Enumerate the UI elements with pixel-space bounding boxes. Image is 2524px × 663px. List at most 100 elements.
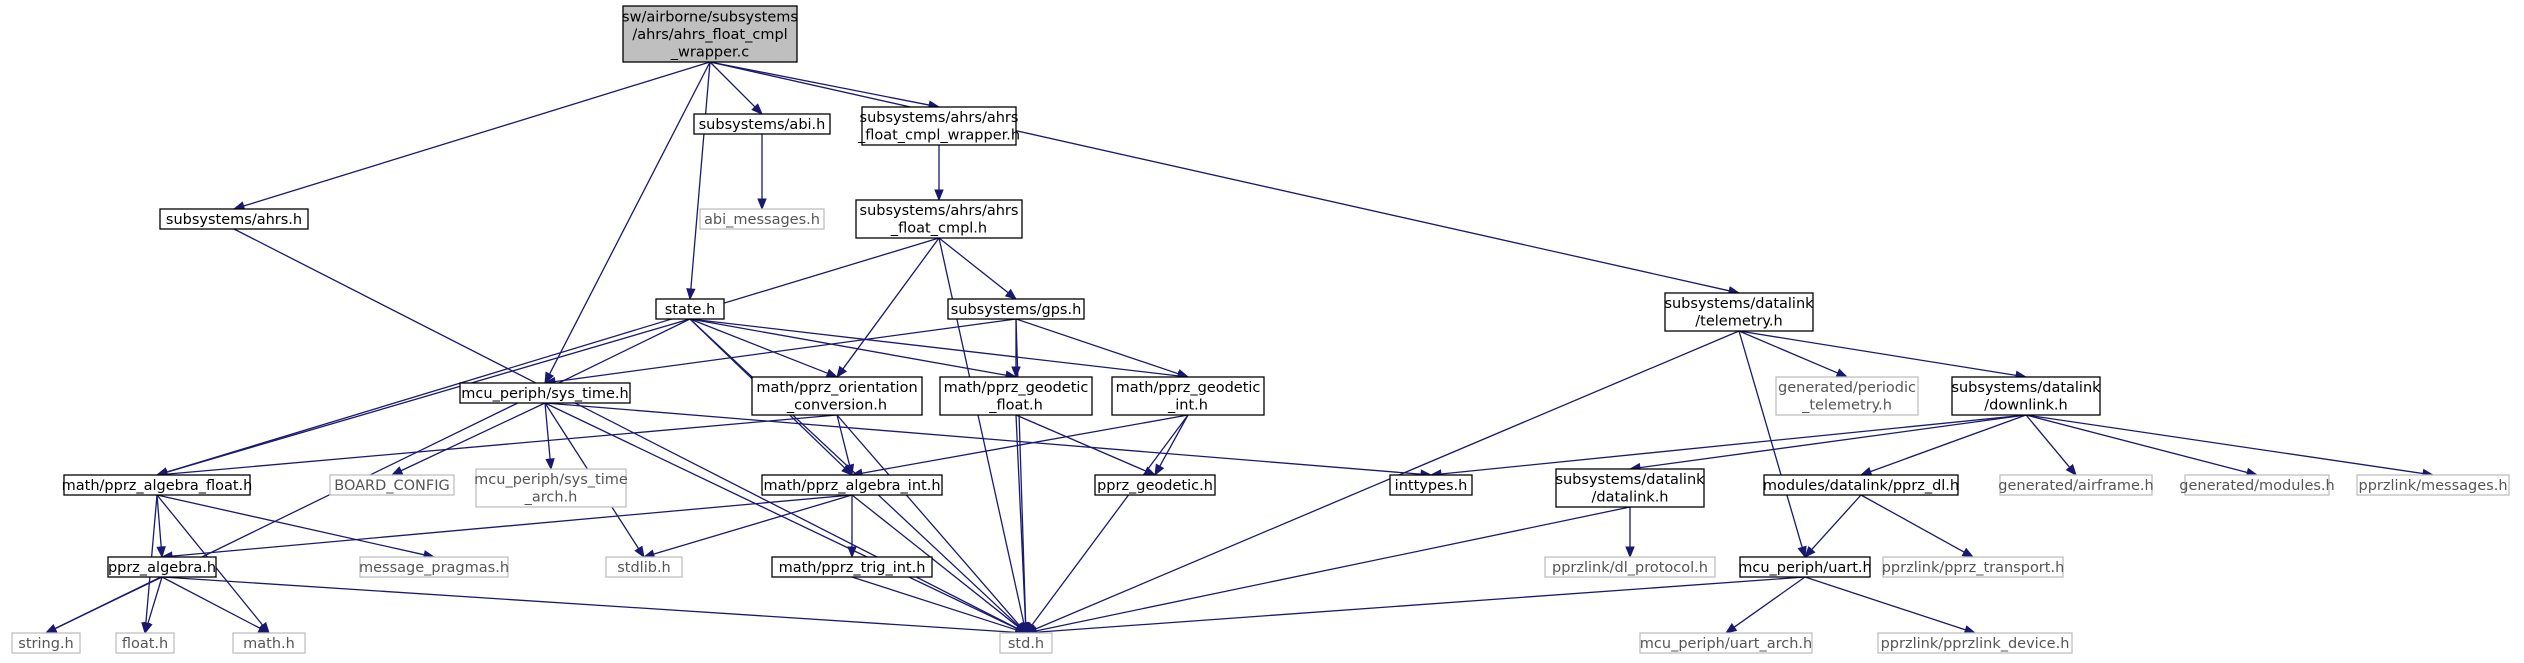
node-box	[359, 556, 509, 578]
node-mcu-periph-sys-time-h[interactable]: mcu_periph/sys_time.h	[459, 382, 631, 404]
node-state-h[interactable]: state.h	[655, 298, 725, 320]
node-subsystems-datalink-telemetry-h[interactable]: subsystems/datalink/telemetry.h	[1664, 292, 1814, 332]
node-label-line: _float_cmpl_wrapper.h	[857, 128, 1020, 144]
arrowhead-icon	[44, 624, 58, 634]
node-subsystems-datalink-datalink-h[interactable]: subsystems/datalink/datalink.h	[1555, 468, 1705, 508]
node-label-line: subsystems/datalink	[1664, 296, 1814, 312]
node-label-line: _float_cmpl.h	[890, 221, 987, 237]
edge-sys_time_h-to-sys_time_arch_h	[544, 402, 555, 471]
edge-line	[1015, 414, 1027, 624]
node-box	[1555, 468, 1705, 508]
edge-line	[1733, 576, 1806, 628]
node-label-line: sw/airborne/subsystems	[622, 9, 798, 25]
arrowhead-icon	[143, 621, 153, 635]
node-label-line: math/pprz_algebra_float.h	[62, 478, 253, 494]
edge-datalink_h-to-std_h	[1024, 506, 1631, 636]
node-subsystems-ahrs-ahrs-float-cmpl-wrapper-h[interactable]: subsystems/ahrs/ahrs _float_cmpl_wrapper.…	[857, 106, 1020, 146]
node-label-line: inttypes.h	[1395, 478, 1468, 494]
node-generated-modules-h: generated/modules.h	[2179, 474, 2335, 496]
node-label-line: _conversion.h	[786, 398, 887, 414]
edge-root-to-ahrs_h	[232, 61, 711, 211]
node-box	[605, 556, 683, 578]
edge-gps_h-to-geo_int_h	[1015, 318, 1190, 379]
edge-abi_h-to-abi_messages_h	[757, 134, 767, 211]
node-inttypes-h[interactable]: inttypes.h	[1389, 474, 1473, 496]
edge-line	[1811, 494, 1862, 551]
node-label-line: pprzlink/pprzlink_device.h	[1881, 636, 2070, 652]
arrowhead-icon	[156, 546, 166, 559]
node-subsystems-gps-h[interactable]: subsystems/gps.h	[947, 298, 1085, 320]
node-subsystems-datalink-downlink-h[interactable]: subsystems/datalink/downlink.h	[1951, 376, 2101, 416]
arrowhead-icon	[825, 368, 839, 378]
node-box	[751, 376, 923, 416]
node-box	[622, 5, 798, 63]
node-label-line: generated/periodic	[1778, 380, 1916, 396]
node-pprz-geodetic-h[interactable]: pprz_geodetic.h	[1094, 474, 1216, 496]
edge-line	[171, 494, 853, 557]
node-subsystems-ahrs-h[interactable]: subsystems/ahrs.h	[159, 208, 309, 230]
node-label-line: math/pprz_orientation	[756, 380, 917, 396]
node-box	[861, 106, 1017, 146]
node-label-line: subsystems/gps.h	[951, 302, 1082, 318]
edge-line	[653, 494, 853, 555]
node-label-line: subsystems/datalink	[1951, 380, 2101, 396]
node-mcu-periph-uart-h[interactable]: mcu_periph/uart.h	[1738, 556, 1872, 578]
edge-line	[2025, 414, 2424, 475]
node-label-line: math.h	[243, 636, 295, 652]
edge-pprz_algebra_h-to-std_h	[161, 576, 1028, 638]
edge-downlink_h-to-datalink_h	[1628, 414, 2027, 473]
edge-line	[147, 576, 163, 624]
edge-root-to-abi_h	[709, 61, 763, 115]
edge-line	[1035, 506, 1631, 632]
node-math-pprz-orientation-conversion-h[interactable]: math/pprz_orientation _conversion.h	[751, 376, 923, 416]
node-subsystems-ahrs-ahrs-float-cmpl-h[interactable]: subsystems/ahrs/ahrs_float_cmpl.h	[855, 199, 1023, 239]
edge-line	[1015, 318, 1027, 624]
node-abi-messages-h: abi_messages.h	[699, 208, 825, 230]
node-box	[1111, 376, 1265, 416]
edge-line	[548, 61, 711, 375]
edge-line	[161, 576, 261, 629]
edge-line	[836, 414, 1020, 626]
edge-downlink_h-to-airframe_h	[2025, 414, 2077, 477]
node-pprz-algebra-h[interactable]: pprz_algebra.h	[107, 556, 217, 578]
node-sw-airborne-subsystems-ahrs-ahrs-float-cmpl-wrapper-c[interactable]: sw/airborne/subsystems/ahrs/ahrs_float_c…	[622, 5, 798, 63]
node-box	[1999, 474, 2153, 496]
node-label-line: subsystems/ahrs.h	[166, 212, 302, 228]
arrowhead-icon	[686, 288, 696, 301]
node-modules-datalink-pprz-dl-h[interactable]: modules/datalink/pprz_dl.h	[1763, 474, 1959, 496]
node-math-pprz-geodetic-float-h[interactable]: math/pprz_geodetic_float.h	[939, 376, 1093, 416]
arrowhead-icon	[1797, 545, 1807, 559]
node-pprzlink-messages-h: pprzlink/messages.h	[2356, 474, 2510, 496]
node-label-line: mcu_periph/uart.h	[1738, 560, 1871, 576]
edge-telemetry_h-to-periodic_tel_h	[1738, 330, 1849, 378]
node-box	[459, 382, 631, 404]
edge-orient_h-to-alg_int_h	[836, 414, 855, 477]
node-label-line: /datalink.h	[1592, 490, 1669, 506]
node-math-pprz-trig-int-h[interactable]: math/pprz_trig_int.h	[771, 556, 933, 578]
edge-line	[1870, 414, 2027, 473]
node-subsystems-abi-h[interactable]: subsystems/abi.h	[693, 113, 831, 135]
edge-pprz_algebra_h-to-math_h	[161, 576, 271, 634]
node-math-pprz-geodetic-int-h[interactable]: math/pprz_geodetic_int.h	[1111, 376, 1265, 416]
node-label-line: /telemetry.h	[1695, 314, 1782, 330]
arrowhead-icon	[844, 463, 855, 477]
node-label-line: subsystems/ahrs/ahrs	[860, 110, 1019, 126]
node-math-pprz-algebra-float-h[interactable]: math/pprz_algebra_float.h	[62, 474, 253, 496]
node-pprzlink-dl-protocol-h: pprzlink/dl_protocol.h	[1544, 556, 1716, 578]
node-box	[63, 474, 251, 496]
node-label-line: pprz_geodetic.h	[1097, 478, 1213, 494]
node-box	[232, 632, 306, 654]
node-box	[699, 208, 825, 230]
edge-root-to-telemetry_h	[709, 61, 1741, 296]
node-mcu-periph-uart-arch-h: mcu_periph/uart_arch.h	[1639, 632, 1813, 654]
node-math-pprz-algebra-int-h[interactable]: math/pprz_algebra_int.h	[761, 474, 943, 496]
edge-line	[1639, 414, 2027, 469]
edge-pprz_dl_h-to-pprz_transport_h	[1860, 494, 1975, 558]
node-box	[2356, 474, 2510, 496]
arrowhead-icon	[544, 371, 555, 385]
edge-line	[689, 318, 1179, 377]
node-box	[1664, 292, 1814, 332]
edge-line	[709, 61, 930, 106]
node-box	[999, 632, 1053, 654]
edge-geo_int_h-to-geodetic_h	[1154, 414, 1189, 477]
